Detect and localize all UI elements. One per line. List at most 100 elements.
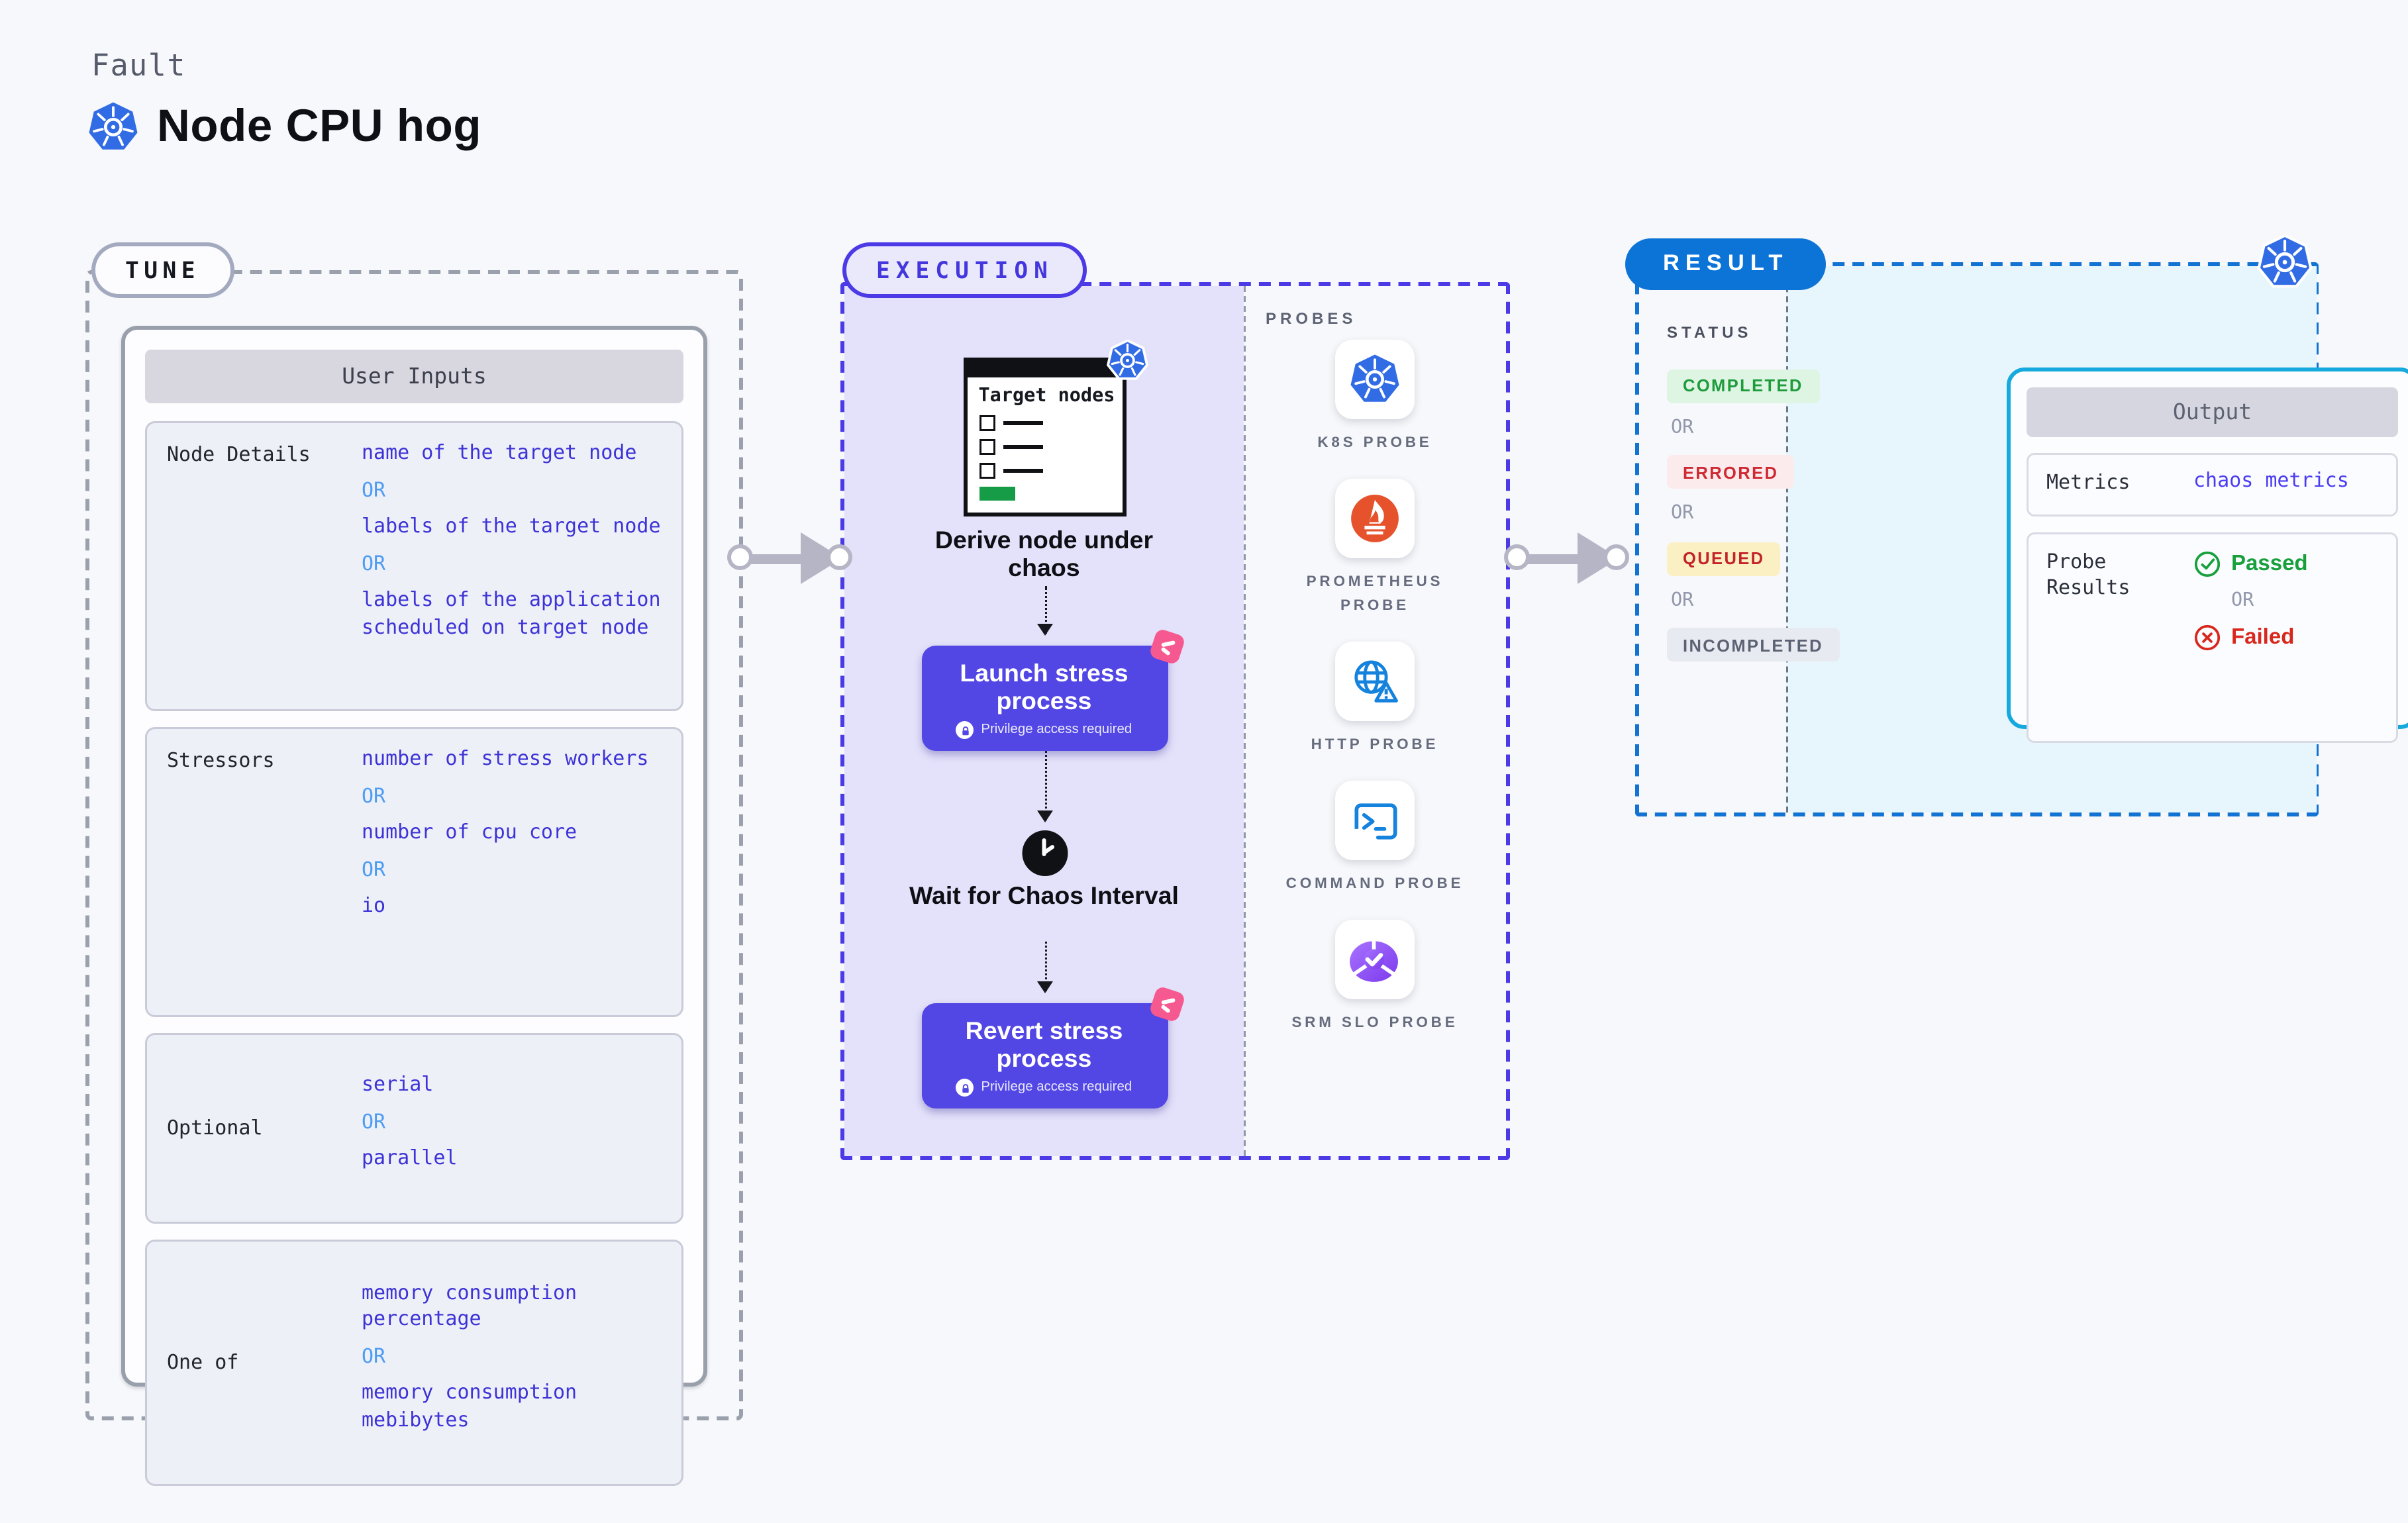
input-option: labels of the application scheduled on t… (362, 590, 661, 639)
x-circle-icon (2193, 623, 2221, 651)
or-separator: OR (362, 859, 386, 881)
failed-label: Failed (2231, 624, 2295, 649)
metrics-value[interactable]: chaos metrics (2193, 471, 2349, 493)
result-output-panel: Output Metrics chaos metrics Probe Resul… (1786, 266, 2408, 812)
user-inputs-title: User Inputs (145, 350, 683, 403)
user-inputs-card: User Inputs Node Details name of the tar… (121, 326, 707, 1486)
probe-results-label: Probe Results (2046, 551, 2131, 601)
status-badge-completed: COMPLETED (1667, 368, 1819, 403)
kubernetes-icon (1105, 340, 1148, 381)
probe-item-k8s[interactable]: K8S PROBE (1317, 340, 1432, 454)
input-row-node-details: Node Details name of the target node OR … (145, 421, 683, 711)
result-badge[interactable]: RESULT (1625, 238, 1827, 290)
flow-arrow-execution-to-result (1504, 532, 1629, 584)
checkbox-icon (978, 438, 995, 456)
result-section: Output Metrics chaos metrics Probe Resul… (1635, 262, 2408, 816)
node-checkbox-row (978, 462, 1122, 480)
input-option: number of stress workers (362, 749, 649, 771)
row-label: Stressors (167, 751, 275, 773)
or-separator: OR (1671, 416, 1694, 438)
status-badge-queued: QUEUED (1667, 541, 1781, 575)
or-separator: OR (362, 785, 386, 808)
terminal-icon (1335, 781, 1415, 860)
or-separator: OR (362, 1346, 386, 1369)
probes-panel: PROBES (1244, 286, 1504, 1156)
launch-stress-button[interactable]: Launch stress process Privilege access r… (921, 628, 1185, 752)
prometheus-icon (1335, 479, 1415, 559)
input-option: labels of the target node (362, 516, 661, 538)
execution-badge[interactable]: EXECUTION (842, 242, 1087, 298)
or-separator: OR (2231, 589, 2254, 611)
slo-pie-icon (1334, 920, 1415, 1000)
or-separator: OR (362, 1112, 386, 1134)
metrics-row: Metrics chaos metrics (2027, 453, 2398, 516)
step-wait-label: Wait for Chaos Interval (909, 882, 1179, 910)
lock-icon (956, 1079, 974, 1097)
fault-eyebrow: Fault (91, 48, 186, 83)
row-label: Optional (167, 1117, 263, 1140)
probe-item-srm-slo[interactable]: SRM SLO PROBE (1291, 920, 1458, 1034)
clock-icon (1021, 830, 1067, 876)
flow-connector (1036, 745, 1052, 822)
button-label: Launch stress process (960, 660, 1129, 716)
button-label: Revert stress process (965, 1017, 1123, 1074)
or-separator: OR (362, 553, 386, 575)
probe-label: COMMAND PROBE (1285, 874, 1464, 892)
probe-item-command[interactable]: COMMAND PROBE (1286, 781, 1464, 895)
passed-line: Passed (2193, 550, 2308, 577)
or-separator: OR (362, 479, 386, 502)
probe-item-http[interactable]: HTTP PROBE (1311, 641, 1439, 755)
input-option: parallel (362, 1148, 458, 1171)
status-badge-incompleted: INCOMPLETED (1667, 628, 1840, 662)
target-nodes-title: Target nodes (978, 385, 1115, 407)
node-checkbox-row (978, 438, 1122, 456)
passed-label: Passed (2231, 551, 2308, 575)
http-globe-icon (1334, 641, 1415, 721)
probe-label: K8S PROBE (1317, 433, 1432, 451)
input-option: serial (362, 1075, 434, 1097)
page-title: Node CPU hog (157, 99, 482, 151)
or-separator: OR (1671, 503, 1694, 524)
check-circle-icon (2193, 550, 2221, 577)
probe-label: PROMETHEUS PROBE (1306, 572, 1444, 613)
execution-section: Target nodes (840, 282, 1510, 1160)
kubernetes-icon (1335, 340, 1415, 419)
input-option: memory consumption percentage (362, 1283, 577, 1332)
node-checkbox-row (978, 415, 1122, 432)
privilege-note: Privilege access required (981, 723, 1132, 738)
selected-node-bar (978, 487, 1015, 502)
or-separator: OR (1671, 589, 1694, 611)
input-row-one-of: One of memory consumption percentage OR … (145, 1240, 683, 1486)
probe-label: SRM SLO PROBE (1291, 1013, 1458, 1032)
kubernetes-icon (87, 101, 139, 152)
window-titlebar (966, 362, 1122, 377)
page-title-row: Node CPU hog (87, 99, 481, 153)
input-option: io (362, 896, 386, 918)
input-option: memory consumption mebibytes (362, 1383, 577, 1432)
input-option: name of the target node (362, 443, 637, 465)
probe-results-row: Probe Results Passed OR (2027, 531, 2398, 742)
input-option: number of cpu core (362, 822, 577, 844)
probe-item-prometheus[interactable]: PROMETHEUS PROBE (1281, 479, 1470, 616)
row-label: Node Details (167, 445, 311, 467)
output-card: Output Metrics chaos metrics Probe Resul… (2007, 368, 2408, 742)
checkbox-icon (978, 462, 995, 480)
status-badge-errored: ERRORED (1667, 455, 1795, 489)
flow-connector (1036, 942, 1052, 993)
tune-badge[interactable]: TUNE (91, 242, 234, 298)
privilege-note: Privilege access required (981, 1081, 1132, 1095)
user-inputs-rows: Node Details name of the target node OR … (145, 421, 683, 1486)
input-row-optional: Optional serial OR parallel (145, 1033, 683, 1224)
output-title: Output (2027, 387, 2398, 437)
target-nodes-card: Target nodes (962, 340, 1148, 516)
tune-section: User Inputs Node Details name of the tar… (85, 270, 743, 1486)
status-column: STATUS COMPLETED OR ERRORED OR QUEUED OR… (1667, 324, 1840, 662)
probes-title: PROBES (1266, 310, 1357, 328)
metrics-label: Metrics (2046, 473, 2131, 495)
revert-stress-button[interactable]: Revert stress process Privilege access r… (921, 985, 1185, 1109)
flow-arrow-tune-to-execution (727, 532, 852, 584)
kubernetes-icon (2257, 234, 2313, 290)
probe-label: HTTP PROBE (1311, 734, 1439, 753)
